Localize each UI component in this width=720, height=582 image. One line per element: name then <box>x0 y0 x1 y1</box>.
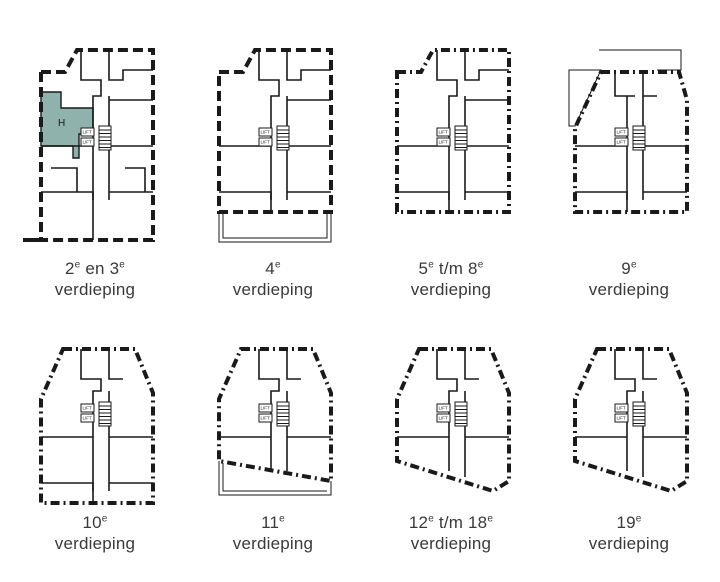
lift-box <box>258 413 273 423</box>
lift-core: LIFT LIFT <box>258 125 290 151</box>
lift-box <box>614 137 629 147</box>
lift-label: LIFT <box>261 416 271 421</box>
lift-box <box>614 413 629 423</box>
lift-core: LIFT LIFT <box>80 125 112 151</box>
lift-label: LIFT <box>439 130 449 135</box>
lift-label: LIFT <box>261 130 271 135</box>
lift-core: LIFT LIFT <box>614 401 646 427</box>
lift-label: LIFT <box>261 140 271 145</box>
lift-label: LIFT <box>261 406 271 411</box>
lift-label: LIFT <box>83 406 93 411</box>
lift-core: LIFT LIFT <box>614 125 646 151</box>
lift-box <box>436 413 451 423</box>
floor-plan-11: LIFT LIFT <box>217 347 333 496</box>
lift-label: LIFT <box>617 140 627 145</box>
lift-box <box>80 127 95 137</box>
lift-box <box>258 137 273 147</box>
floor-plan-4: LIFT LIFT <box>217 48 333 243</box>
floor-plan-10: LIFT LIFT <box>39 347 155 505</box>
floor-plan-12-18: LIFT LIFT <box>395 347 511 494</box>
lift-box <box>80 137 95 147</box>
floor-plan-5-8: LIFT LIFT <box>395 48 511 214</box>
lift-core: LIFT LIFT <box>80 401 112 427</box>
floor-plan-9: LIFT LIFT <box>568 49 689 214</box>
lift-box <box>258 127 273 137</box>
lift-label: LIFT <box>83 130 93 135</box>
lift-box <box>614 127 629 137</box>
lift-label: LIFT <box>617 406 627 411</box>
floor-plan-19: LIFT LIFT <box>573 347 689 494</box>
lift-box <box>436 403 451 413</box>
lift-box <box>80 403 95 413</box>
highlighted-unit-h <box>40 91 94 159</box>
lift-box <box>436 127 451 137</box>
unit-label-h: H <box>58 118 65 129</box>
lift-core: LIFT LIFT <box>436 125 468 151</box>
lift-core: LIFT LIFT <box>436 401 468 427</box>
lift-label: LIFT <box>617 416 627 421</box>
lift-label: LIFT <box>83 140 93 145</box>
lift-box <box>614 403 629 413</box>
lift-box <box>258 403 273 413</box>
lift-box <box>80 413 95 423</box>
lift-box <box>436 137 451 147</box>
lift-label: LIFT <box>439 406 449 411</box>
lift-label: LIFT <box>617 130 627 135</box>
lift-core: LIFT LIFT <box>258 401 290 427</box>
lift-label: LIFT <box>83 416 93 421</box>
lift-label: LIFT <box>439 140 449 145</box>
lift-label: LIFT <box>439 416 449 421</box>
floor-plan-2-3: H LIFT LIFT <box>23 48 155 242</box>
